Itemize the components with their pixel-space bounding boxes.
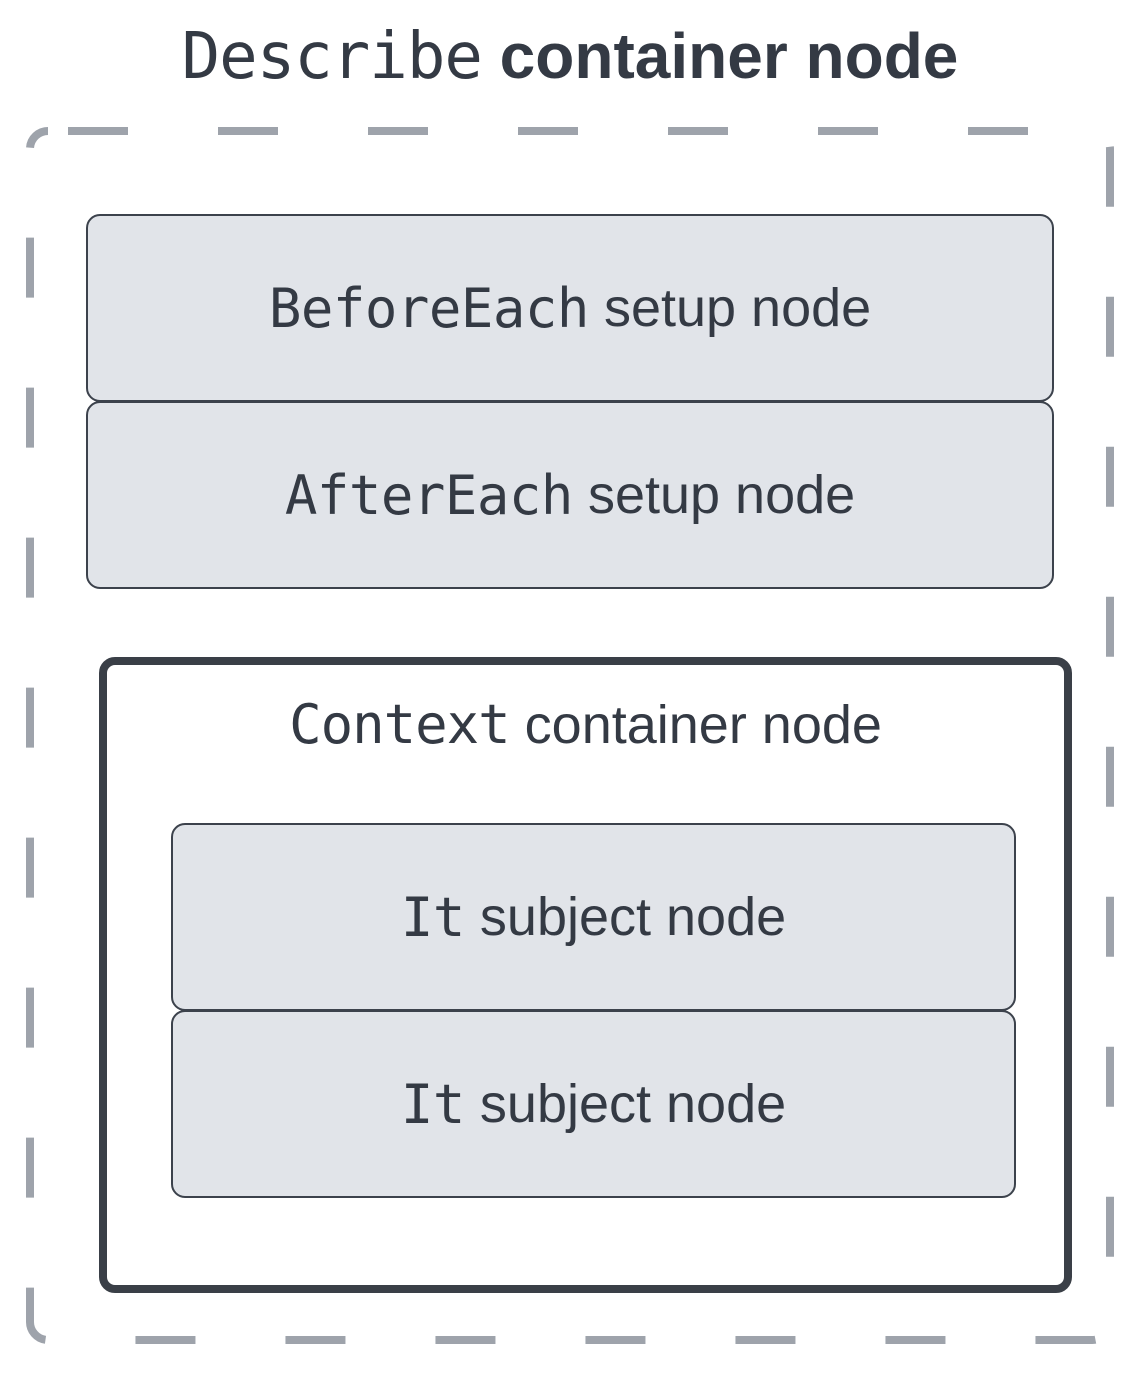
- title-keyword: Describe: [181, 20, 483, 94]
- context-label: Context container node: [107, 693, 1064, 757]
- before-each-keyword: BeforeEach: [268, 276, 590, 340]
- it-1-text: subject node: [479, 887, 787, 947]
- context-text: container node: [524, 695, 882, 755]
- context-keyword: Context: [289, 693, 511, 756]
- it-2-text: subject node: [479, 1074, 787, 1134]
- after-each-keyword: AfterEach: [284, 463, 574, 527]
- diagram-title: Describe container node: [0, 18, 1131, 95]
- before-each-text: setup node: [603, 278, 872, 338]
- before-each-setup-node: BeforeEach setup node: [86, 214, 1054, 402]
- describe-container-node: [26, 127, 1114, 1344]
- title-text: container node: [499, 20, 959, 92]
- it-subject-node-2: It subject node: [171, 1010, 1016, 1198]
- it-1-keyword: It: [400, 885, 466, 949]
- after-each-setup-node: AfterEach setup node: [86, 401, 1054, 589]
- it-2-keyword: It: [400, 1072, 466, 1136]
- it-subject-node-1: It subject node: [171, 823, 1016, 1011]
- after-each-text: setup node: [587, 465, 856, 525]
- describe-container-border: [26, 127, 1114, 1344]
